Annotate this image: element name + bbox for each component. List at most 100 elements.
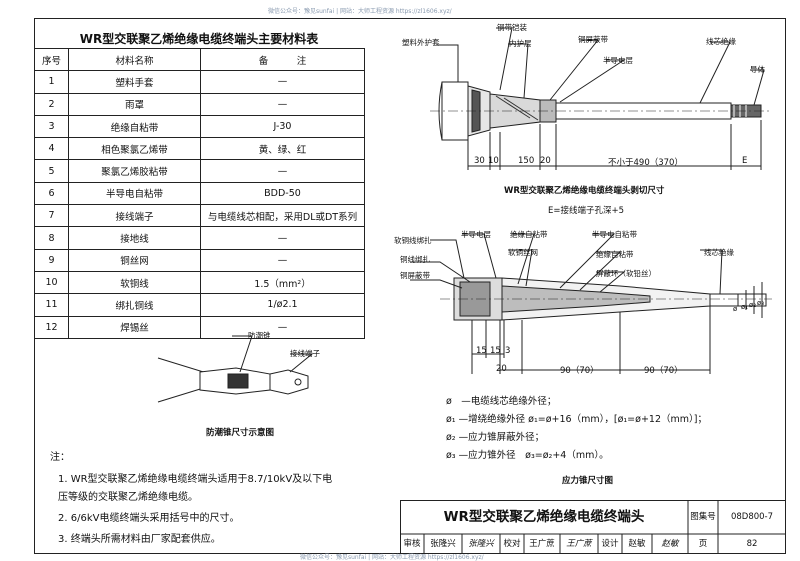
cone-dim-15a: 15 [476, 346, 487, 356]
cell-name: 软铜线 [68, 270, 201, 295]
cell-index: 4 [34, 137, 69, 161]
cell-index: 6 [34, 181, 69, 206]
check-sign: 王广蔗 [566, 539, 592, 549]
cell-remark: 与电缆线芯相配，采用DL或DT系列 [200, 204, 365, 228]
cell-remark: BDD-50 [200, 181, 365, 206]
cell-remark: 1/ø2.1 [200, 293, 365, 317]
material-table-title: WR型交联聚乙烯绝缘电缆终端头主要材料表 [79, 32, 319, 46]
cell-name: 绝缘自粘带 [68, 114, 201, 139]
label-outer-sheath: 塑料外护套 [402, 38, 440, 47]
cell-index: 7 [34, 204, 69, 228]
formula-phi3: ø₃ —应力锥外径 ø₃=ø₂+4（mm）。 [446, 450, 609, 461]
note-2: 2. 6/6kV电缆终端头采用括号中的尺寸。 [58, 513, 240, 524]
drawing-title: WR型交联聚乙烯绝缘电缆终端头 [443, 509, 645, 525]
cell-remark: — [200, 70, 365, 94]
cone-dim-20: 20 [496, 364, 507, 374]
design-label: 设计 [601, 539, 619, 549]
label-shield-ring: 屏蔽环（软铅丝） [596, 269, 656, 278]
watermark-top: 微信公众号：豫见sunfai | 网站：大师工程资源 https://zl160… [268, 8, 452, 15]
label-steel-armor: 钢带铠装 [497, 23, 527, 32]
header-name: 材料名称 [68, 47, 201, 72]
cell-name: 绑扎铜线 [68, 293, 201, 317]
header-remark: 备 注 [200, 47, 365, 72]
dim-30: 30 [474, 156, 485, 166]
formula-phi2: ø₂ —应力锥屏蔽外径； [446, 432, 545, 443]
label-insul-tape2: 绝缘自粘带 [596, 250, 634, 259]
phi-1: ø₁ [741, 303, 749, 311]
cell-remark: — [200, 248, 365, 272]
cone-dim-90b: 90（70） [644, 366, 683, 376]
cell-index: 1 [34, 70, 69, 94]
label-copper-shield: 铜屏蔽带 [578, 35, 608, 44]
title-block-grid [400, 500, 786, 554]
design-sign: 赵敏 [661, 539, 679, 549]
page-no: 82 [746, 539, 758, 549]
phi-3: ø₃ [757, 299, 765, 307]
cell-remark: — [200, 92, 365, 116]
moisture-drawing-caption: 防潮锥尺寸示意图 [206, 428, 275, 438]
cell-remark: — [200, 226, 365, 250]
note-3: 3. 终端头所需材料由厂家配套供应。 [58, 534, 221, 545]
cell-index: 10 [34, 270, 69, 295]
label-semicon-tape: 半导电自粘带 [592, 230, 637, 239]
review-sign: 张隆兴 [468, 539, 494, 549]
label-soft-copper-bind: 软铜线绑扎 [394, 236, 432, 245]
label-insul-tape: 绝缘自粘带 [510, 230, 548, 239]
page-label: 页 [698, 539, 708, 549]
label-terminal: 接线端子 [290, 349, 320, 358]
atlas-no: 08D800-7 [730, 512, 774, 522]
review-label: 审核 [403, 539, 421, 549]
notes-heading: 注： [50, 452, 70, 463]
cone-dim-15b: 15 [490, 346, 501, 356]
dim-10: 10 [488, 156, 499, 166]
label-moisture-lock: 防潮锥 [248, 331, 271, 340]
cell-index: 9 [34, 248, 69, 272]
cell-name: 接地线 [68, 226, 201, 250]
cell-name: 半导电自粘带 [68, 181, 201, 206]
cone-dim-3: 3 [505, 346, 511, 356]
label-cone-core-insulation: 线芯绝缘 [704, 248, 734, 257]
cell-index: 8 [34, 226, 69, 250]
label-cone-semicon-layer: 半导电层 [461, 230, 491, 239]
material-table-header: 序号 材料名称 备 注 [34, 47, 365, 72]
dim-e: E [742, 156, 748, 166]
watermark-bottom: 微信公众号：豫见sunfai | 网站：大师工程资源 https://zl160… [300, 554, 484, 561]
cone-dim-90a: 90（70） [560, 366, 599, 376]
cell-index: 5 [34, 159, 69, 183]
cable-cut-drawing [430, 27, 772, 170]
label-copper-bind-wire: 铜线绑扎 [400, 255, 430, 264]
phi-2: ø₂ [749, 301, 757, 309]
cone-drawing-caption: 应力锥尺寸图 [562, 476, 614, 486]
label-semicon-layer: 半导电层 [603, 56, 633, 65]
cell-index: 3 [34, 114, 69, 139]
stress-cone-drawing [410, 233, 772, 374]
label-conductor: 导体 [750, 65, 765, 74]
cut-drawing-caption: WR型交联聚乙烯绝缘电缆终端头剥切尺寸 [504, 186, 665, 196]
cell-remark: 黄、绿、红 [200, 137, 365, 161]
cell-name: 雨罩 [68, 92, 201, 116]
cell-name: 相色聚氯乙烯带 [68, 137, 201, 161]
label-copper-mesh: 软铜丝网 [508, 248, 538, 257]
cell-remark: J-30 [200, 114, 365, 139]
cell-remark: — [200, 159, 365, 183]
designer: 赵敏 [628, 539, 646, 549]
label-inner-sheath: 内护层 [509, 39, 532, 48]
formula-phi: ø —电缆线芯绝缘外径； [446, 396, 557, 407]
cut-drawing-subcaption: E=接线端子孔深+5 [548, 206, 625, 216]
moisture-cone-drawing [157, 335, 314, 403]
cell-name: 聚氯乙烯胶粘带 [68, 159, 201, 183]
dim-20: 20 [540, 156, 551, 166]
cell-name: 接线端子 [68, 204, 201, 228]
